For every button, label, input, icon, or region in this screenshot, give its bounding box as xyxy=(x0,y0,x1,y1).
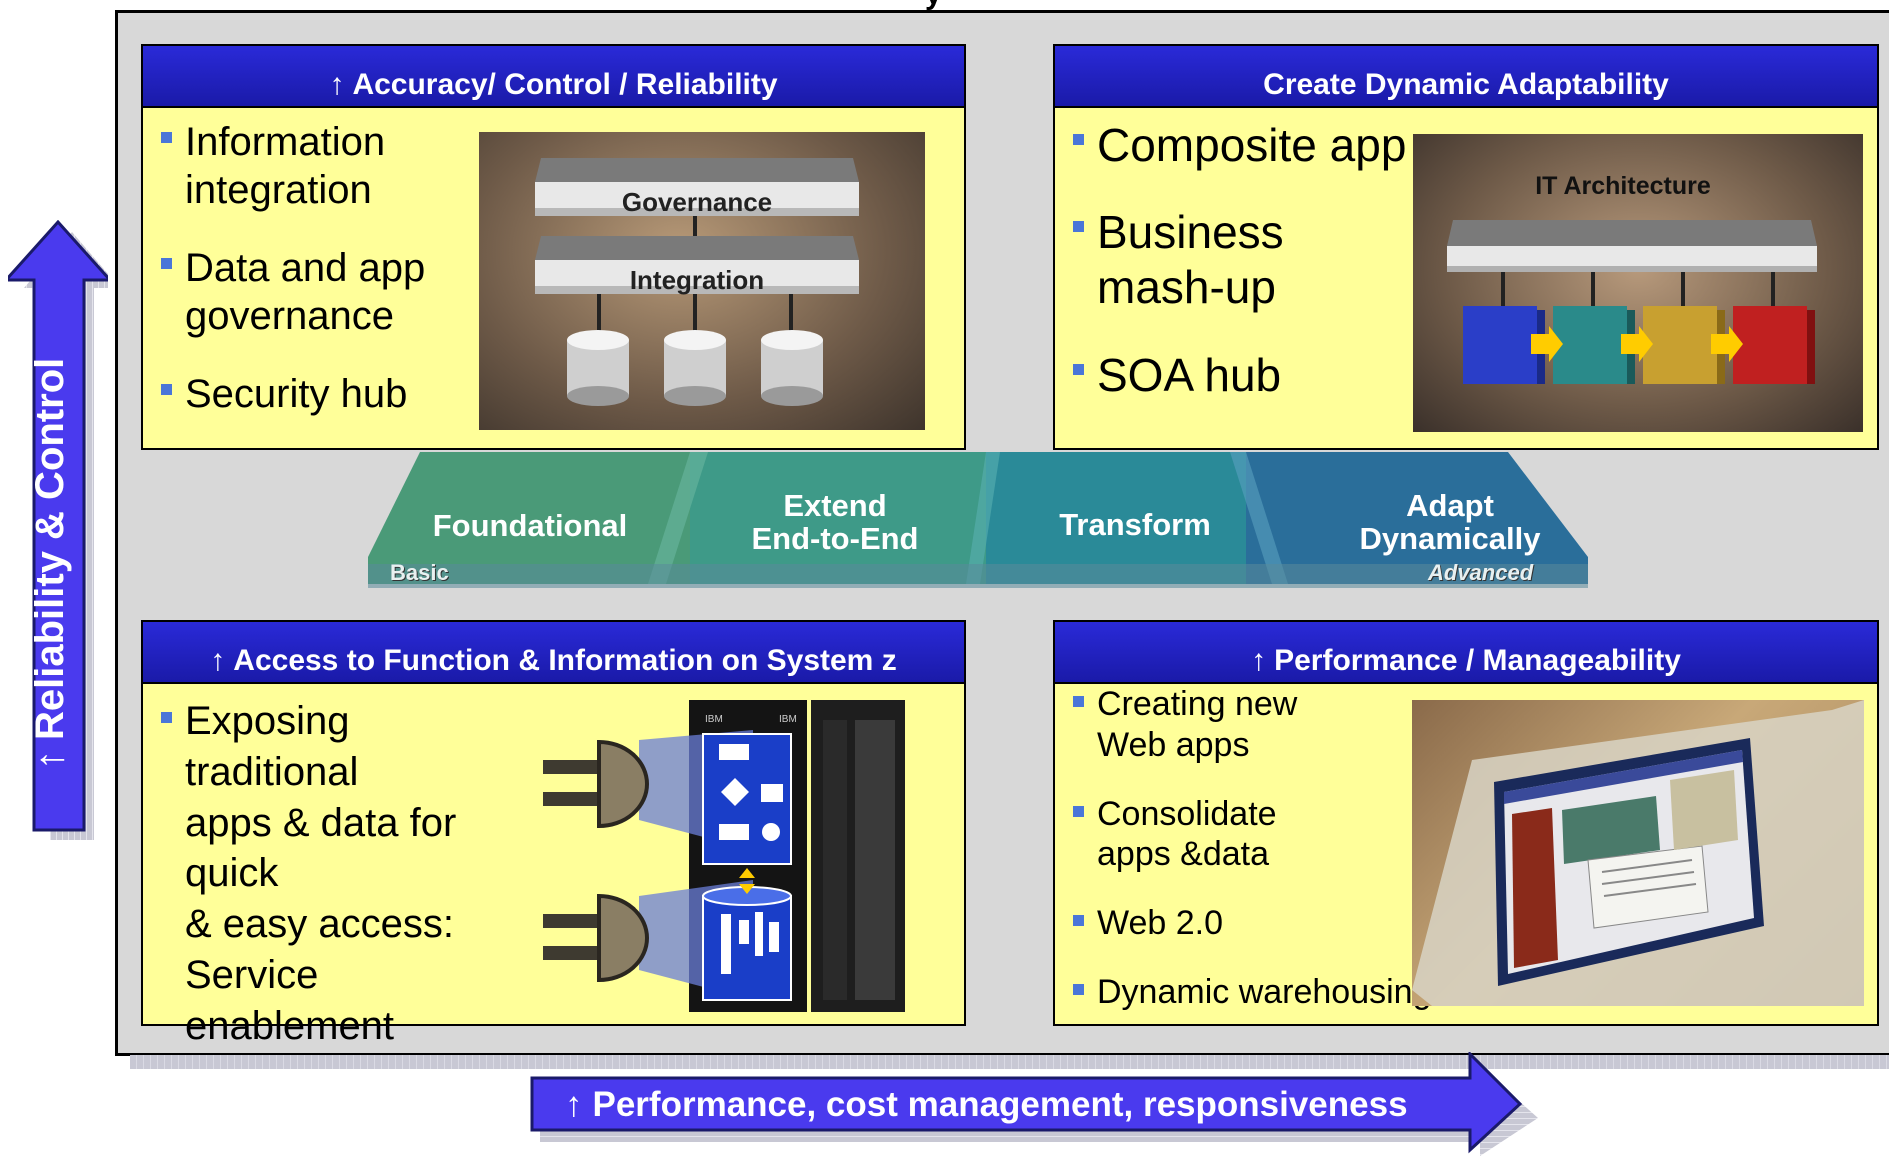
bullet-list: Information integration Data and app gov… xyxy=(161,118,425,418)
stage-foundational-shape xyxy=(368,452,690,584)
list-item: Data and app governance xyxy=(161,244,425,340)
integration-layer-label: Integration xyxy=(629,265,765,295)
vertical-axis-label: ↑ Reliability & Control xyxy=(20,250,80,770)
bullet-list: Creating new Web apps Consolidate apps &… xyxy=(1073,684,1432,1013)
frame-shadow xyxy=(130,1055,1889,1069)
stage-extend-shape xyxy=(690,452,986,584)
list-item: Web 2.0 xyxy=(1073,903,1432,944)
panel-header: ↑ Accuracy/ Control / Reliability xyxy=(143,46,964,108)
panel-performance-manageability: ↑ Performance / Manageability Creating n… xyxy=(1053,620,1879,1026)
panel-title: Accuracy/ Control / Reliability xyxy=(352,68,778,101)
stage-transform: Transform xyxy=(1059,507,1211,542)
list-item: Consolidate apps &data xyxy=(1073,794,1432,876)
panel-title: Performance / Manageability xyxy=(1274,644,1681,677)
stage-adapt-shape xyxy=(1246,452,1588,584)
up-arrow-icon: ↑ xyxy=(210,644,226,677)
vertical-arrow-icon xyxy=(8,220,108,840)
list-item: Security hub xyxy=(161,370,425,418)
stage-extend: Extend End-to-End xyxy=(751,488,919,556)
brand-text: IBM IBM xyxy=(705,714,797,725)
frame-title-fragment: y xyxy=(925,0,942,12)
stage-adapt: Adapt Dynamically xyxy=(1359,488,1541,556)
horizontal-axis-label: ↑ Performance, cost management, responsi… xyxy=(565,1079,1408,1131)
list-item: Information integration xyxy=(161,118,425,214)
bullet-list: Exposing traditional apps & data for qui… xyxy=(161,696,456,1052)
list-item: Business mash-up xyxy=(1073,205,1406,315)
mainframe-plug-icon: IBM IBM xyxy=(543,700,905,1012)
panel-accuracy-control: ↑ Accuracy/ Control / Reliability Inform… xyxy=(141,44,966,450)
it-architecture-illustration: IT Architecture xyxy=(1413,134,1863,432)
database-icon xyxy=(761,330,823,406)
svg-text:IBM: IBM xyxy=(705,714,723,725)
vertical-axis-text: Reliability & Control xyxy=(27,357,72,740)
database-icon xyxy=(567,330,629,406)
stage-transform-shape xyxy=(986,452,1246,584)
monitor-web-icon xyxy=(1412,700,1864,1006)
panel-header: ↑ Performance / Manageability xyxy=(1055,622,1877,684)
horizontal-axis-text: Performance, cost management, responsive… xyxy=(592,1085,1408,1124)
up-arrow-icon: ↑ xyxy=(565,1085,583,1124)
svg-text:IBM: IBM xyxy=(779,714,797,725)
bullet-list: Composite app Business mash-up SOA hub xyxy=(1073,118,1406,403)
governance-layer-label: Governance xyxy=(621,187,773,217)
up-arrow-icon: ↑ xyxy=(1251,644,1267,677)
stage-foundational: Foundational xyxy=(432,508,628,543)
up-arrow-icon: ↑ xyxy=(27,750,72,770)
list-item: Composite app xyxy=(1073,118,1406,173)
list-item: SOA hub xyxy=(1073,348,1406,403)
service-bus-icon xyxy=(1447,220,1817,384)
layer-stack-icon xyxy=(535,158,859,406)
scale-high-label: Advanced xyxy=(1428,560,1534,585)
governance-illustration: Governance Integration xyxy=(479,132,925,430)
panel-title: Create Dynamic Adaptability xyxy=(1263,68,1669,101)
panel-access-system-z: ↑ Access to Function & Information on Sy… xyxy=(141,620,966,1048)
web-monitor-illustration xyxy=(1412,700,1864,1006)
panel-title: Access to Function & Information on Syst… xyxy=(233,644,897,677)
mainframe-illustration: IBM IBM xyxy=(543,700,953,1020)
panel-header: Create Dynamic Adaptability xyxy=(1055,46,1877,108)
up-arrow-icon: ↑ xyxy=(329,68,345,101)
maturity-banner xyxy=(368,452,1588,588)
panel-header: ↑ Access to Function & Information on Sy… xyxy=(143,622,964,684)
panel-dynamic-adaptability: Create Dynamic Adaptability Composite ap… xyxy=(1053,44,1879,450)
scale-low-label: Basic xyxy=(390,560,449,585)
horizontal-arrow-icon xyxy=(530,1052,1538,1156)
list-item: Dynamic warehousing xyxy=(1073,972,1432,1013)
list-item: Exposing traditional apps & data for qui… xyxy=(161,696,456,1052)
it-architecture-label: IT Architecture xyxy=(1535,172,1711,200)
database-icon xyxy=(664,330,726,406)
list-item: Creating new Web apps xyxy=(1073,684,1432,766)
